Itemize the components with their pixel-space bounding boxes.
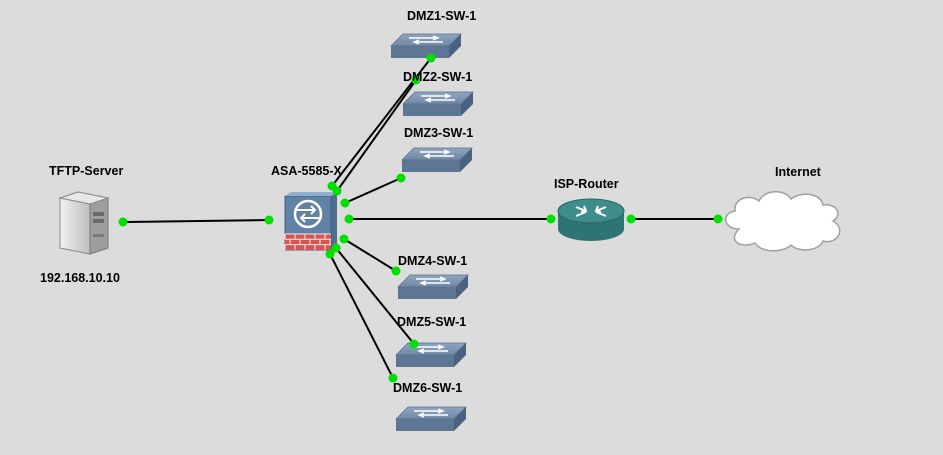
dmz1-switch-icon[interactable] (390, 33, 462, 58)
link-asa-dmz4 (343, 238, 397, 272)
port-status-dot (332, 186, 342, 196)
dmz5-switch-icon[interactable] (395, 342, 467, 367)
link-asa-dmz5 (335, 247, 415, 345)
port-status-dot (344, 214, 354, 224)
port-status-dot (340, 198, 350, 208)
dmz4-switch-label: DMZ4-SW-1 (398, 254, 468, 268)
port-status-dot (325, 249, 335, 259)
dmz1-switch-label: DMZ1-SW-1 (407, 9, 477, 23)
isp-router-label: ISP-Router (554, 177, 619, 191)
links-layer (122, 57, 718, 379)
port-status-dot (388, 373, 398, 383)
isp-router-router-icon[interactable] (557, 198, 625, 241)
tftp-server-server-icon[interactable] (58, 191, 110, 255)
dmz2-switch-label: DMZ2-SW-1 (403, 70, 473, 84)
port-status-dot (546, 214, 556, 224)
port-status-dot (411, 75, 421, 85)
link-asa-dmz6 (329, 253, 394, 379)
asa-firewall-icon[interactable] (284, 192, 337, 251)
tftp-server-label: TFTP-Server (49, 164, 124, 178)
tftp-server-ip-label: 192.168.10.10 (40, 271, 120, 285)
port-status-dot (409, 339, 419, 349)
dmz4-switch-icon[interactable] (397, 274, 469, 299)
link-asa-dmz2 (336, 79, 417, 192)
internet-label: Internet (775, 165, 821, 179)
asa-label: ASA-5585-X (271, 164, 342, 178)
link-tftp-asa (122, 219, 270, 223)
port-status-dot (331, 243, 341, 253)
port-status-dot (396, 173, 406, 183)
dmz6-switch-label: DMZ6-SW-1 (393, 381, 463, 395)
devices-layer (58, 33, 841, 431)
port-status-dot (264, 215, 274, 225)
dmz2-switch-icon[interactable] (402, 91, 474, 116)
port-status-dot (118, 217, 128, 227)
dmz3-switch-label: DMZ3-SW-1 (404, 126, 474, 140)
port-status-dot (339, 234, 349, 244)
dmz5-switch-label: DMZ5-SW-1 (397, 315, 467, 329)
ports-layer (118, 53, 723, 383)
port-status-dot (713, 214, 723, 224)
port-status-dot (391, 266, 401, 276)
dmz3-switch-icon[interactable] (401, 147, 473, 172)
port-status-dot (626, 214, 636, 224)
port-status-dot (426, 53, 436, 63)
internet-cloud-icon[interactable] (725, 191, 841, 252)
link-asa-dmz3 (344, 177, 402, 204)
dmz6-switch-icon[interactable] (395, 406, 467, 431)
